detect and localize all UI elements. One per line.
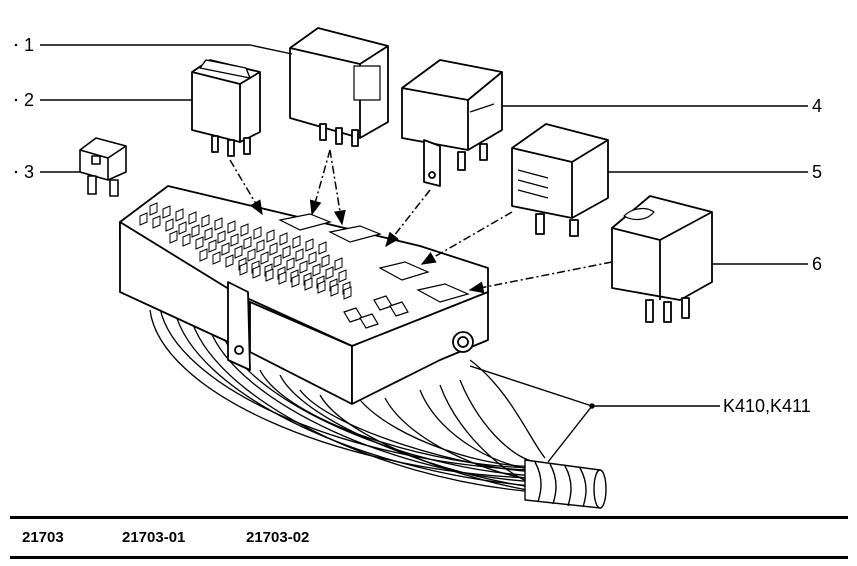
harness-label: K410,K411 — [723, 396, 811, 416]
fuse-slot — [234, 245, 243, 259]
fuse-slot — [214, 217, 223, 231]
fuse-slot — [292, 235, 301, 249]
fuse-slot — [227, 220, 236, 234]
assembly-arrows — [229, 149, 613, 294]
fuse-slot — [139, 212, 148, 226]
fuse-slot — [321, 254, 330, 268]
callout-6: 6 — [812, 254, 822, 274]
fuse-slot — [325, 266, 334, 280]
fuse-slot — [295, 248, 304, 262]
callout-5: 5 — [812, 162, 822, 182]
fuse-slot — [291, 274, 300, 288]
fuse-slot — [240, 223, 249, 237]
fuse-slot — [338, 269, 347, 283]
footer-code-3: 21703-02 — [246, 529, 310, 546]
fuse-slot — [260, 251, 269, 265]
relay-5 — [511, 123, 609, 237]
fuse-slot — [279, 232, 288, 246]
fuse-slot — [199, 248, 208, 262]
fuse-slot — [225, 254, 234, 268]
fuse-slot — [256, 239, 265, 253]
fuse-slot — [208, 239, 217, 253]
fuse-slot — [217, 230, 226, 244]
fuse-slot — [204, 227, 213, 241]
harness-tape-wrap — [524, 459, 607, 509]
fuse-slot — [318, 241, 327, 255]
fuse-slot — [286, 257, 295, 271]
fuse-slot — [282, 245, 291, 259]
callout-2: 2 — [24, 90, 34, 110]
fuse-slot — [175, 208, 184, 222]
fuse-slot — [191, 224, 200, 238]
fuse-slot — [273, 254, 282, 268]
fuse-slot — [201, 214, 210, 228]
callout-leaders — [40, 44, 808, 463]
fuse-slot — [149, 202, 158, 216]
fuse-slot — [334, 257, 343, 271]
callout-4: 4 — [812, 96, 822, 116]
fuse-slot-array — [139, 202, 352, 300]
fuse-slot — [252, 265, 261, 279]
fuse-slot — [269, 242, 278, 256]
fuse-slot — [221, 242, 230, 256]
fuse-slot — [239, 262, 248, 276]
callout-3: 3 — [24, 162, 34, 182]
footer-code-1: 21703 — [22, 529, 64, 546]
fuse-slot — [330, 283, 339, 297]
fuse-slot — [247, 248, 256, 262]
fuse-slot — [265, 268, 274, 282]
relay-6 — [611, 195, 713, 323]
fuse-slot — [162, 205, 171, 219]
relay-1 — [289, 27, 389, 147]
fuse-slot — [317, 280, 326, 294]
callout-ticks — [14, 43, 18, 174]
fuse-slot — [308, 251, 317, 265]
footer-top-rule — [10, 516, 848, 519]
fuse-slot — [169, 230, 178, 244]
fuse-slot — [266, 229, 275, 243]
fuse-slot — [195, 236, 204, 250]
fuse-slot — [188, 211, 197, 225]
fuse-slot — [230, 233, 239, 247]
fuse-slot — [253, 226, 262, 240]
fuse-slot — [304, 277, 313, 291]
fuse-slot — [165, 218, 174, 232]
relay-sockets — [278, 213, 470, 329]
callout-1: 1 — [24, 35, 34, 55]
relay-2 — [191, 59, 261, 157]
fuse-slot — [299, 260, 308, 274]
fuse-slot — [152, 215, 161, 229]
fuse-slot — [312, 263, 321, 277]
fuse-slot — [182, 233, 191, 247]
fuse-slot — [243, 236, 252, 250]
fuse-slot — [178, 221, 187, 235]
fuse-slot — [212, 251, 221, 265]
fuse-3 — [79, 137, 127, 197]
footer-code-2: 21703-01 — [122, 529, 186, 546]
fuse-relay-box-diagram: 1 2 3 4 5 6 K410,K411 — [14, 27, 822, 509]
footer-bottom-rule — [10, 556, 848, 559]
relay-4 — [401, 59, 503, 187]
fuse-slot — [343, 286, 352, 300]
fuse-slot — [305, 238, 314, 252]
fuse-slot — [278, 271, 287, 285]
